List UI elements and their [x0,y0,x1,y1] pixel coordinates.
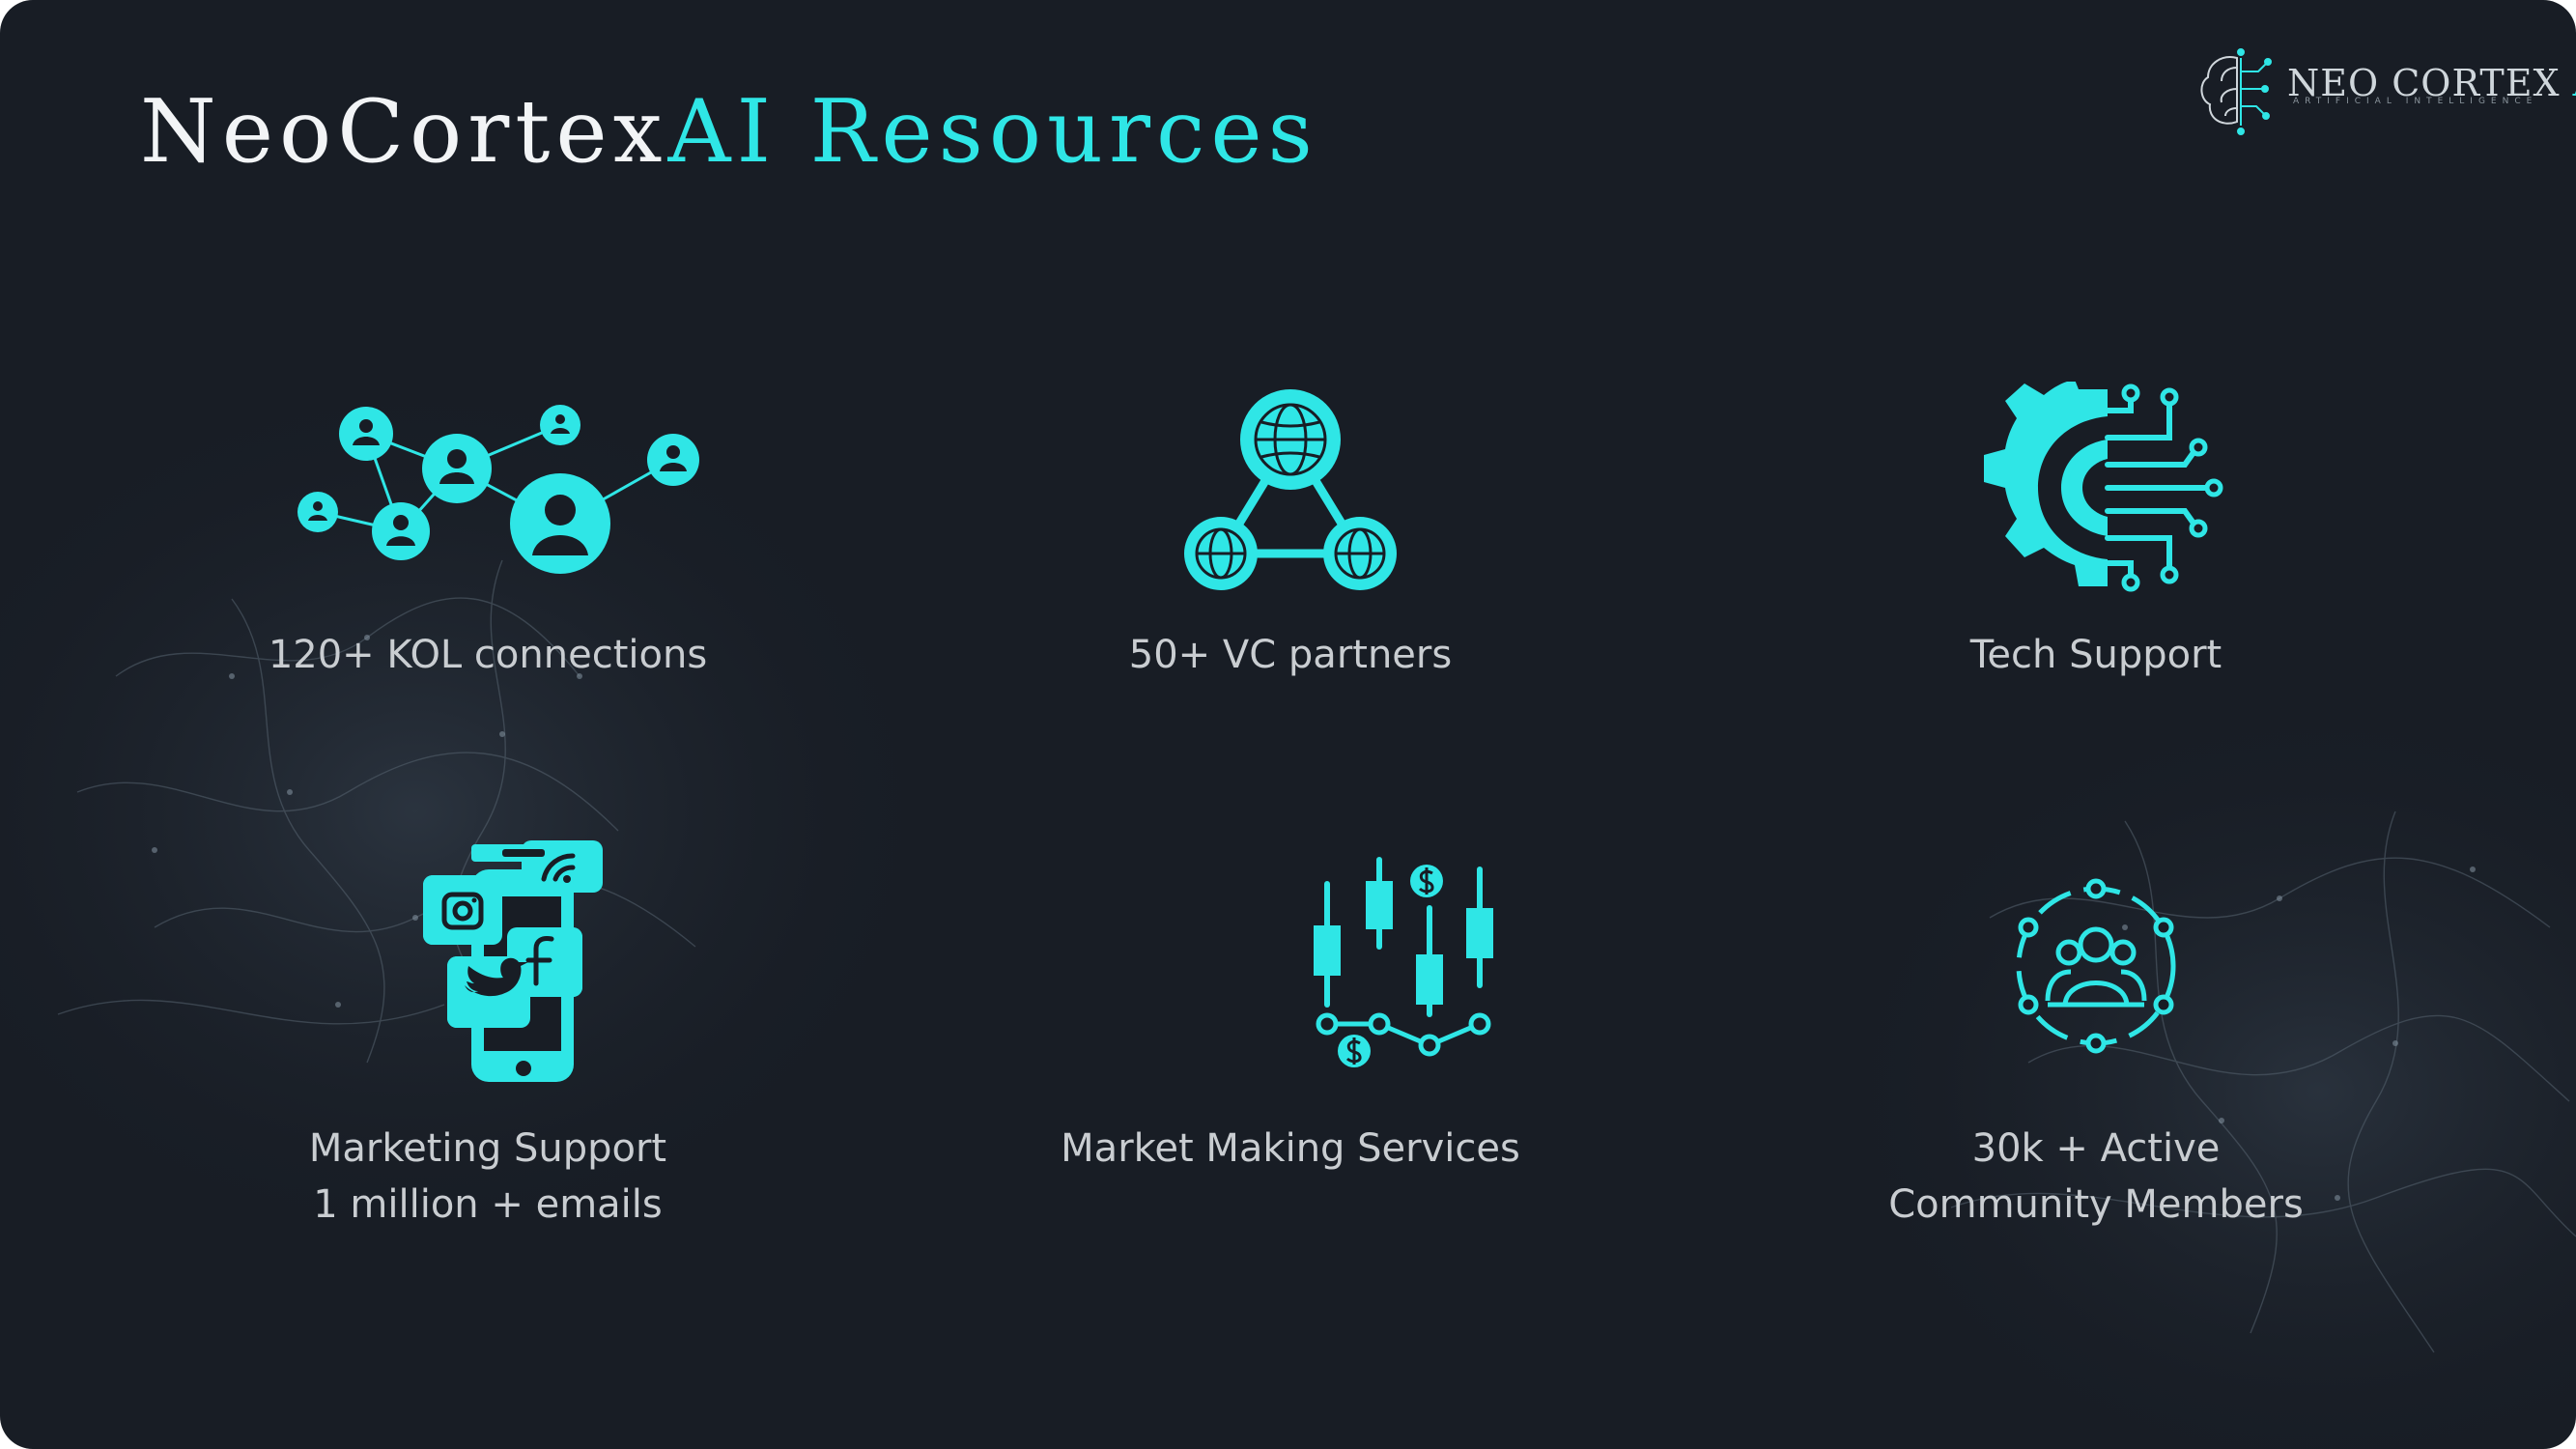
resource-item-kol: 120+ KOL connections [159,382,816,683]
community-circle-icon [2016,878,2176,1054]
resource-label-line-1: 50+ VC partners [1128,633,1453,677]
resource-label-line-2: Community Members [1888,1182,2304,1227]
resource-label: Market Making Services [962,1121,1619,1177]
kol-network-icon [297,405,699,574]
resource-item-community: 30k + Active Community Members [1768,840,2424,1233]
gear-circuit-icon [1984,382,2223,592]
resource-label: Marketing Support 1 million + emails [159,1121,816,1233]
resource-label-line-1: Market Making Services [1061,1126,1520,1171]
resource-label-line-1: 30k + Active [1971,1126,2221,1171]
resource-label: 30k + Active Community Members [1768,1121,2424,1233]
resource-item-market-making: Market Making Services [962,840,1619,1177]
resource-label-line-1: 120+ KOL connections [268,633,708,677]
title-part-1: NeoCortex [140,81,668,183]
resource-label: Tech Support [1768,627,2424,683]
social-media-phone-icon [423,840,603,1082]
logo-wordmark-main: NEO CORTEX [2287,62,2573,104]
resource-item-vc: 50+ VC partners [962,382,1619,683]
resource-item-marketing: Marketing Support 1 million + emails [159,840,816,1233]
resource-label: 50+ VC partners [962,627,1619,683]
page-title: NeoCortexAI Resources [140,89,1318,176]
logo-wordmark: NEO CORTEX AI [2287,62,2576,104]
resource-label-line-1: Marketing Support [308,1126,667,1171]
resource-label-line-2: 1 million + emails [313,1182,663,1227]
brand-logo: NEO CORTEX AI ARTIFICIAL INTELLIGENCE [2193,39,2576,145]
logo-wordmark-accent: AI [2573,62,2576,104]
title-part-2: AI Resources [667,81,1318,183]
resource-label: 120+ KOL connections [159,627,816,683]
resource-label-line-1: Tech Support [1969,633,2222,677]
brain-circuit-logo-icon [2200,48,2272,135]
candlestick-market-icon [1314,857,1493,1067]
logo-tagline: ARTIFICIAL INTELLIGENCE [2293,97,2538,106]
vc-globe-network-icon [1184,389,1397,590]
resource-item-tech: Tech Support [1768,382,2424,683]
